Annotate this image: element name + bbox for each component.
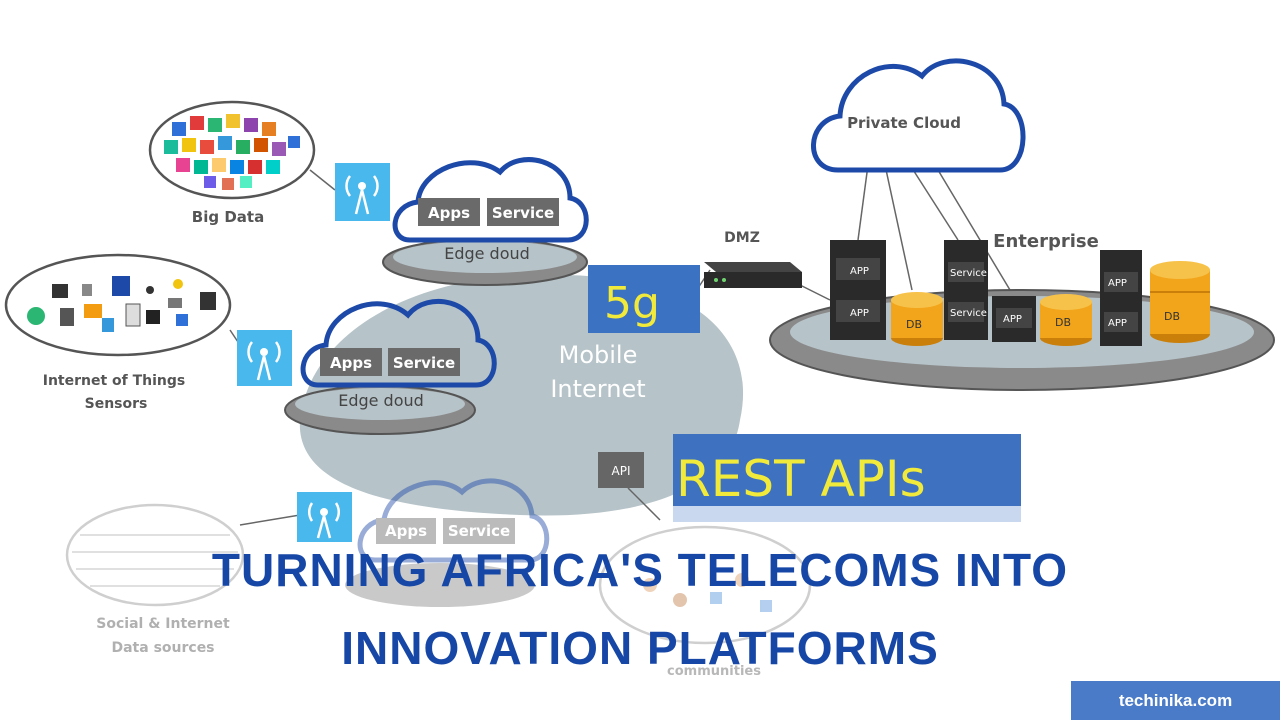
db-label: DB (1055, 316, 1071, 329)
communities-ellipse (598, 525, 812, 645)
database-icon: DB (1040, 294, 1092, 346)
social-ellipse (65, 503, 245, 607)
db-label: DB (906, 318, 922, 331)
server-icon: Service Service (944, 240, 988, 340)
headline-line2: INNOVATION PLATFORMS (341, 622, 939, 674)
edge-cloud-middle: Apps Service Edge doud (284, 298, 497, 435)
five-g-label: 5g (604, 278, 660, 329)
private-cloud (811, 58, 1026, 173)
big-data-cubes (164, 114, 300, 190)
iot-label-line2: Sensors (85, 396, 148, 412)
iot-device-icons (27, 276, 216, 332)
big-data-label: Big Data (192, 208, 264, 226)
server-icon: APP APP (1100, 250, 1142, 346)
headline-line1: TURNING AFRICA'S TELECOMS INTO (211, 544, 1069, 596)
server-service-label: Service (950, 308, 987, 319)
social-globe-lines (72, 534, 238, 587)
iot-ellipse (4, 253, 232, 357)
edge-top-label: Edge doud (444, 244, 530, 263)
rest-apis-label: REST APIs (676, 450, 926, 508)
server-app-label: APP (1108, 278, 1127, 289)
site-badge[interactable]: techinika.com (1071, 681, 1280, 720)
mobile-label-line2: Internet (550, 375, 645, 403)
edge-middle-label: Edge doud (338, 391, 424, 410)
communities-label: communities (667, 664, 761, 679)
social-label-line1: Social & Internet (96, 616, 230, 632)
edge-top-service-label: Service (492, 204, 554, 222)
api-chip (598, 452, 644, 488)
edge-top-apps-label: Apps (428, 204, 470, 222)
mobile-label-line1: Mobile (559, 341, 638, 369)
server-app-label: APP (850, 308, 869, 319)
server-app-label: APP (1003, 314, 1022, 325)
server-app-label: APP (850, 266, 869, 277)
five-g-box (588, 265, 700, 333)
edge-cloud-bottom: Apps Service (345, 478, 550, 607)
edge-bottom-service-label: Service (448, 522, 510, 540)
edge-middle-service-label: Service (393, 354, 455, 372)
dmz-label: DMZ (724, 230, 760, 246)
antenna-icon (297, 492, 352, 542)
antenna-icon (237, 330, 292, 386)
api-label: API (612, 464, 631, 478)
db-label: DB (1164, 310, 1180, 323)
rest-apis-box-edge (673, 506, 1021, 522)
server-service-label: Service (950, 268, 987, 279)
iot-label-line1: Internet of Things (43, 373, 186, 389)
edge-middle-apps-label: Apps (330, 354, 372, 372)
database-icon: DB (891, 292, 943, 346)
server-app-label: APP (1108, 318, 1127, 329)
dmz-router-icon (704, 262, 802, 288)
edge-cloud-top: Apps Service Edge doud (382, 157, 589, 286)
enterprise-label: Enterprise (993, 231, 1099, 252)
server-icon: APP (992, 296, 1036, 342)
private-cloud-label: Private Cloud (847, 114, 961, 132)
edge-bottom-apps-label: Apps (385, 522, 427, 540)
server-icon: APP APP (830, 240, 886, 340)
database-icon: DB (1150, 261, 1210, 343)
social-label-line2: Data sources (111, 640, 214, 656)
community-people-icons (643, 573, 772, 612)
antenna-icon (335, 163, 390, 221)
